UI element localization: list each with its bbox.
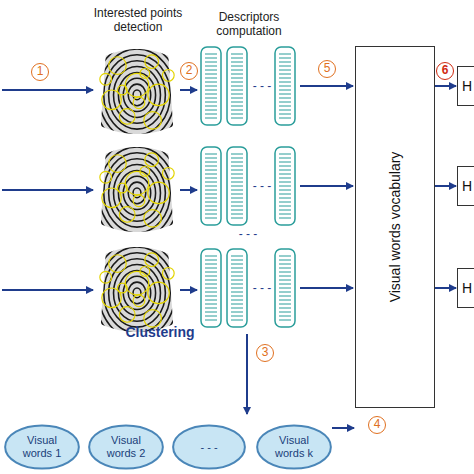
histogram-box: H: [457, 66, 474, 106]
ellipsis-mark: - - -: [250, 281, 274, 295]
flow-arrow: [435, 85, 456, 87]
stage-title: Descriptors computation: [197, 10, 301, 38]
histogram-box: H: [457, 166, 474, 206]
callout-number: 3: [256, 344, 274, 362]
ellipsis-mark: - - -: [236, 227, 260, 241]
visual-word-label: Visual words 2: [97, 434, 155, 460]
vocabulary-box: Visual words vocabulary: [355, 46, 435, 408]
vocabulary-label: Visual words vocabulary: [387, 152, 403, 303]
callout-number: 6: [436, 62, 454, 80]
fingerprint: [89, 37, 185, 152]
section-label: Clustering: [112, 324, 208, 340]
callout-number: 1: [31, 63, 49, 81]
ellipsis-mark: - - -: [250, 79, 274, 93]
visual-word-ellipse: - - -: [172, 424, 246, 470]
histogram-label: H: [462, 280, 472, 296]
fingerprint: [89, 135, 185, 250]
ellipsis-mark: - - -: [250, 179, 274, 193]
flow-arrow: [435, 287, 456, 289]
stage-title: Interested points detection: [77, 6, 199, 34]
visual-word-label: - - -: [200, 441, 217, 454]
visual-word-label: Visual words 1: [13, 434, 71, 460]
callout-number: 5: [318, 60, 336, 78]
callout-number: 2: [180, 62, 198, 80]
flow-arrow: [332, 427, 354, 429]
visual-word-ellipse: Visual words 1: [4, 424, 80, 470]
visual-word-ellipse: Visual words 2: [88, 424, 164, 470]
flow-arrow: [435, 185, 456, 187]
histogram-label: H: [462, 78, 472, 94]
histogram-label: H: [462, 178, 472, 194]
callout-number: 4: [368, 416, 386, 434]
histogram-box: H: [457, 268, 474, 308]
visual-word-ellipse: Visual words k: [256, 424, 332, 470]
visual-word-label: Visual words k: [265, 434, 323, 460]
